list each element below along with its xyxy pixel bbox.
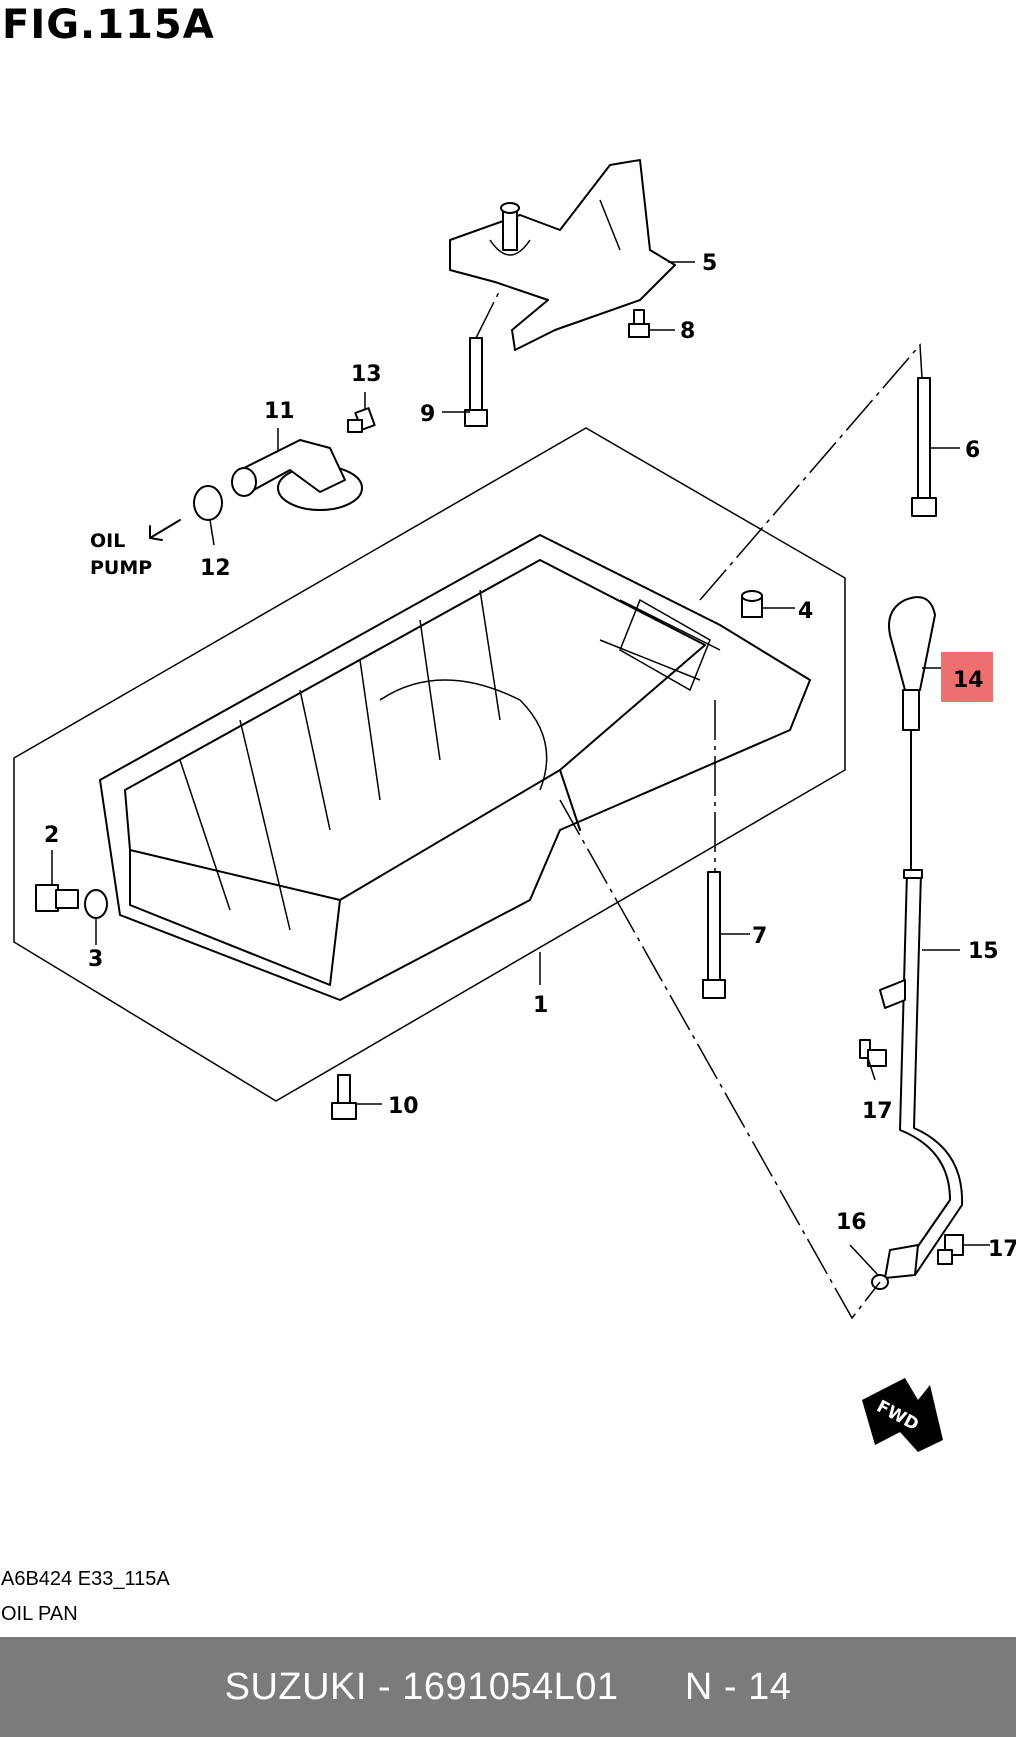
bolt-7 — [702, 871, 726, 999]
callout-14: 14 — [953, 668, 984, 693]
callout-16: 16 — [836, 1210, 867, 1235]
bolt-9 — [464, 337, 488, 427]
callout-13: 13 — [351, 362, 382, 387]
callout-9: 9 — [420, 402, 435, 427]
bolt-10 — [331, 1074, 357, 1120]
o-ring-12 — [193, 485, 223, 521]
bolt-8 — [628, 309, 650, 338]
footer-text: SUZUKI - 1691054L01 N - 14 — [224, 1665, 792, 1708]
callout-15: 15 — [968, 939, 999, 964]
oil-level-gauge-guide-15 — [879, 869, 964, 1279]
bolt-17-lower — [937, 1234, 964, 1265]
oil-pan-part — [99, 534, 811, 1001]
drain-plug-2 — [35, 884, 79, 912]
oil-pump-label-line2: PUMP — [90, 557, 152, 579]
callout-17-lower: 17 — [988, 1237, 1016, 1262]
oil-level-gauge-14 — [888, 596, 936, 871]
highlight-box-14 — [941, 652, 993, 702]
callout-10: 10 — [388, 1094, 419, 1119]
callout-17-upper: 17 — [862, 1099, 893, 1124]
oil-pump-label-line1: OIL — [90, 530, 125, 552]
callout-2: 2 — [44, 823, 59, 848]
leader-lines — [51, 261, 990, 1320]
bolt-17-upper — [859, 1039, 887, 1067]
dowel-4 — [741, 590, 763, 618]
callout-11: 11 — [264, 399, 295, 424]
diagram-code: A6B424 E33_115A — [1, 1568, 170, 1590]
gasket-3 — [84, 889, 108, 919]
bolt-6 — [911, 377, 937, 517]
callout-6: 6 — [965, 438, 980, 463]
fwd-arrow-icon — [862, 1378, 943, 1452]
footer-bar: SUZUKI - 1691054L01 N - 14 — [0, 1637, 1016, 1737]
callout-7: 7 — [752, 924, 767, 949]
callout-12: 12 — [200, 556, 231, 581]
part-name: OIL PAN — [1, 1603, 78, 1625]
bolt-13 — [347, 407, 376, 433]
oil-pump-arrow — [149, 519, 181, 541]
callout-1: 1 — [533, 993, 548, 1018]
bracket-part — [449, 159, 676, 351]
callout-5: 5 — [702, 251, 717, 276]
callout-8: 8 — [680, 319, 695, 344]
figure-title: FIG.115A — [2, 2, 215, 48]
callout-3: 3 — [88, 947, 103, 972]
callout-4: 4 — [798, 599, 813, 624]
oil-pan-frame — [13, 427, 846, 1102]
oil-strainer-11 — [231, 439, 363, 511]
